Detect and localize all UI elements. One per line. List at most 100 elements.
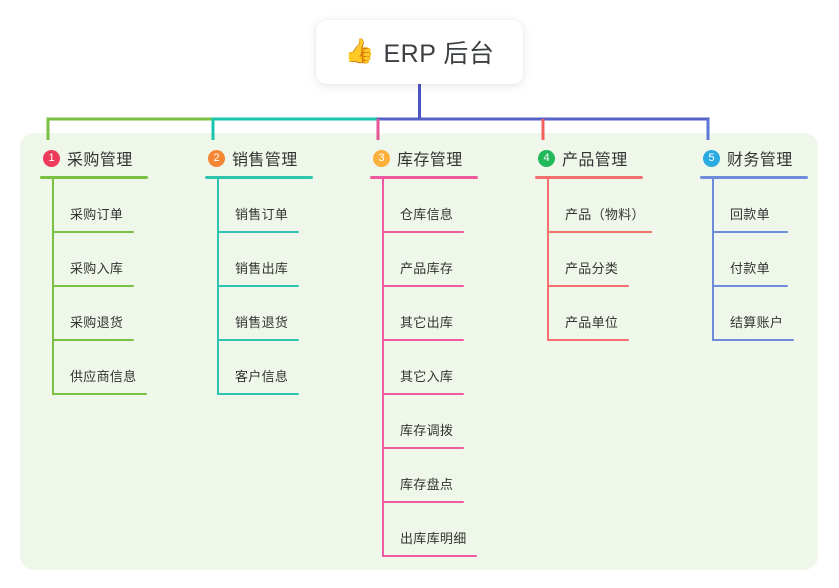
column-5: 5 财务管理回款单付款单结算账户	[700, 146, 808, 341]
column-spine-5	[712, 179, 714, 341]
column-4: 4 产品管理产品（物料） 产品分类产品单位	[535, 146, 652, 341]
list-item[interactable]: 销售出库	[217, 233, 313, 287]
column-header-4[interactable]: 4 产品管理	[535, 146, 643, 170]
column-3: 3 库存管理仓库信息产品库存其它出库其它入库库存调拨库存盘点出库库明细	[370, 146, 478, 557]
list-item-label: 出库库明细	[400, 531, 467, 546]
list-item-label: 采购入库	[70, 261, 124, 276]
list-item-rule	[382, 447, 464, 449]
list-item-rule	[217, 393, 299, 395]
list-item-label: 库存调拨	[400, 423, 454, 438]
list-item[interactable]: 采购入库	[52, 233, 148, 287]
list-item-rule	[547, 285, 629, 287]
column-items-2: 销售订单销售出库销售退货客户信息	[205, 179, 313, 395]
column-rule-3	[370, 176, 478, 179]
list-item-rule	[712, 285, 788, 287]
list-item-label: 产品单位	[565, 315, 619, 330]
list-item[interactable]: 回款单	[712, 179, 808, 233]
list-item-rule	[547, 231, 652, 233]
column-spine-4	[547, 179, 549, 341]
list-item[interactable]: 销售退货	[217, 287, 313, 341]
list-item-rule	[547, 339, 629, 341]
list-item-label: 采购订单	[70, 207, 124, 222]
column-rule-5	[700, 176, 808, 179]
column-badge-5: 5	[703, 149, 720, 167]
column-badge-2: 2	[208, 149, 225, 167]
column-items-4: 产品（物料） 产品分类产品单位	[535, 179, 652, 341]
list-item[interactable]: 库存盘点	[382, 449, 478, 503]
list-item[interactable]: 产品分类	[547, 233, 643, 287]
thumbs-up-icon: 👍	[344, 38, 375, 65]
list-item-rule	[217, 285, 299, 287]
list-item-rule	[52, 393, 147, 395]
column-header-2[interactable]: 2 销售管理	[205, 146, 313, 170]
list-item-label: 销售退货	[235, 315, 289, 330]
list-item-rule	[382, 555, 477, 557]
list-item-rule	[382, 231, 464, 233]
list-item-rule	[217, 339, 299, 341]
list-item-label: 供应商信息	[70, 369, 137, 384]
column-badge-4: 4	[538, 149, 555, 167]
column-spine-3	[382, 179, 384, 557]
list-item-rule	[382, 501, 464, 503]
list-item-rule	[382, 339, 464, 341]
list-item[interactable]: 供应商信息	[52, 341, 148, 395]
column-title-5: 财务管理	[727, 152, 793, 169]
list-item[interactable]: 产品库存	[382, 233, 478, 287]
list-item[interactable]: 付款单	[712, 233, 808, 287]
page-title: ERP 后台	[383, 40, 495, 68]
content-panel	[20, 133, 818, 570]
list-item-rule	[382, 285, 464, 287]
list-item-rule	[52, 285, 134, 287]
column-title-4: 产品管理	[562, 152, 628, 169]
list-item-rule	[52, 339, 134, 341]
list-item-rule	[52, 231, 134, 233]
list-item[interactable]: 其它入库	[382, 341, 478, 395]
list-item[interactable]: 其它出库	[382, 287, 478, 341]
column-title-2: 销售管理	[232, 152, 298, 169]
column-2: 2 销售管理销售订单销售出库销售退货客户信息	[205, 146, 313, 395]
list-item[interactable]: 客户信息	[217, 341, 313, 395]
list-item-label: 库存盘点	[400, 477, 454, 492]
list-item-label: 仓库信息	[400, 207, 454, 222]
list-item[interactable]: 采购退货	[52, 287, 148, 341]
list-item-label: 结算账户	[730, 315, 784, 330]
list-item[interactable]: 产品单位	[547, 287, 643, 341]
list-item-rule	[712, 231, 788, 233]
column-rule-2	[205, 176, 313, 179]
column-items-5: 回款单付款单结算账户	[700, 179, 808, 341]
column-header-3[interactable]: 3 库存管理	[370, 146, 478, 170]
column-items-1: 采购订单采购入库采购退货供应商信息	[40, 179, 148, 395]
column-title-3: 库存管理	[397, 152, 463, 169]
list-item-label: 销售出库	[235, 261, 289, 276]
list-item-label: 其它出库	[400, 315, 454, 330]
list-item-rule	[382, 393, 464, 395]
column-spine-2	[217, 179, 219, 395]
list-item-label: 付款单	[730, 261, 770, 276]
list-item-label: 采购退货	[70, 315, 124, 330]
column-header-5[interactable]: 5 财务管理	[700, 146, 808, 170]
list-item[interactable]: 结算账户	[712, 287, 808, 341]
root-node[interactable]: 👍 ERP 后台	[316, 20, 523, 84]
list-item-label: 回款单	[730, 207, 770, 222]
column-spine-1	[52, 179, 54, 395]
column-items-3: 仓库信息产品库存其它出库其它入库库存调拨库存盘点出库库明细	[370, 179, 478, 557]
list-item[interactable]: 产品（物料）	[547, 179, 652, 233]
list-item[interactable]: 仓库信息	[382, 179, 478, 233]
list-item[interactable]: 库存调拨	[382, 395, 478, 449]
list-item-label: 产品（物料）	[565, 207, 645, 222]
list-item-label: 其它入库	[400, 369, 454, 384]
column-title-1: 采购管理	[67, 152, 133, 169]
list-item[interactable]: 出库库明细	[382, 503, 478, 557]
column-badge-3: 3	[373, 149, 390, 167]
list-item-label: 产品分类	[565, 261, 619, 276]
list-item-label: 产品库存	[400, 261, 454, 276]
column-rule-1	[40, 176, 148, 179]
list-item[interactable]: 采购订单	[52, 179, 148, 233]
column-rule-4	[535, 176, 643, 179]
list-item-label: 客户信息	[235, 369, 289, 384]
list-item[interactable]: 销售订单	[217, 179, 313, 233]
list-item-label: 销售订单	[235, 207, 289, 222]
